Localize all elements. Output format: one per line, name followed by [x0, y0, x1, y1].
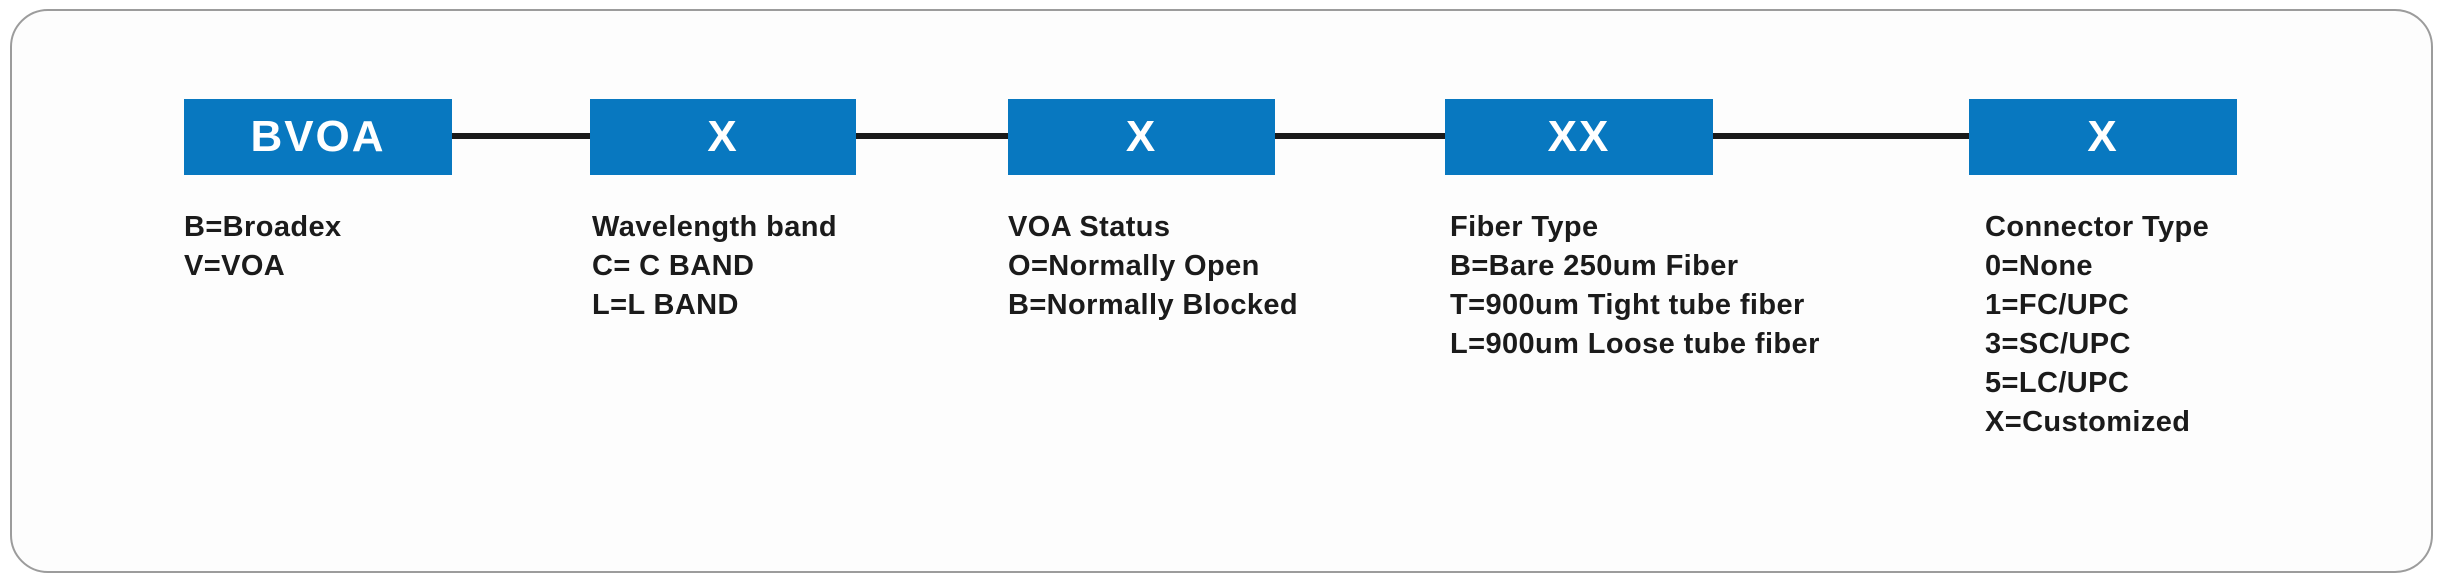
code-label: XX	[1547, 112, 1611, 161]
code-label: X	[1125, 112, 1158, 161]
legend-line: L=L BAND	[592, 289, 739, 321]
legend-line: 0=None	[1985, 250, 2093, 282]
legend-line: B=Bare 250um Fiber	[1450, 250, 1739, 282]
legend-block: Wavelength band C= C BAND L=L BAND	[590, 208, 856, 325]
legend-line: VOA Status	[1008, 211, 1171, 243]
code-label: BVOA	[250, 112, 386, 161]
code-label: X	[2087, 112, 2119, 161]
code-box: X	[1008, 99, 1275, 175]
legend-line: O=Normally Open	[1008, 250, 1260, 282]
code-box: X	[590, 99, 856, 175]
legend-line: 5=LC/UPC	[1985, 367, 2130, 399]
code-column: X Wavelength band C= C BAND L=L BAND	[590, 99, 856, 325]
legend-line: Wavelength band	[592, 211, 837, 243]
legend-line: Fiber Type	[1450, 211, 1599, 243]
legend-line: X=Customized	[1985, 406, 2191, 438]
legend-line: L=900um Loose tube fiber	[1450, 328, 1820, 360]
legend-line: B=Broadex	[184, 211, 342, 243]
legend-line: B=Normally Blocked	[1008, 289, 1299, 321]
code-label: X	[707, 112, 739, 161]
legend-line: V=VOA	[184, 250, 286, 282]
legend-line: Connector Type	[1985, 211, 2210, 243]
legend-block: Connector Type 0=None 1=FC/UPC 3=SC/UPC 5=LC…	[1969, 208, 2237, 442]
code-column: X Connector Type 0=None 1=FC/UPC 3=SC/UPC 5=L…	[1969, 99, 2237, 442]
code-box: XX	[1445, 99, 1713, 175]
legend-line: 1=FC/UPC	[1985, 289, 2130, 321]
legend-line: T=900um Tight tube fiber	[1450, 289, 1805, 321]
code-box: X	[1969, 99, 2237, 175]
legend-line: 3=SC/UPC	[1985, 328, 2131, 360]
legend-line: C= C BAND	[592, 250, 755, 282]
code-box: BVOA	[184, 99, 452, 175]
